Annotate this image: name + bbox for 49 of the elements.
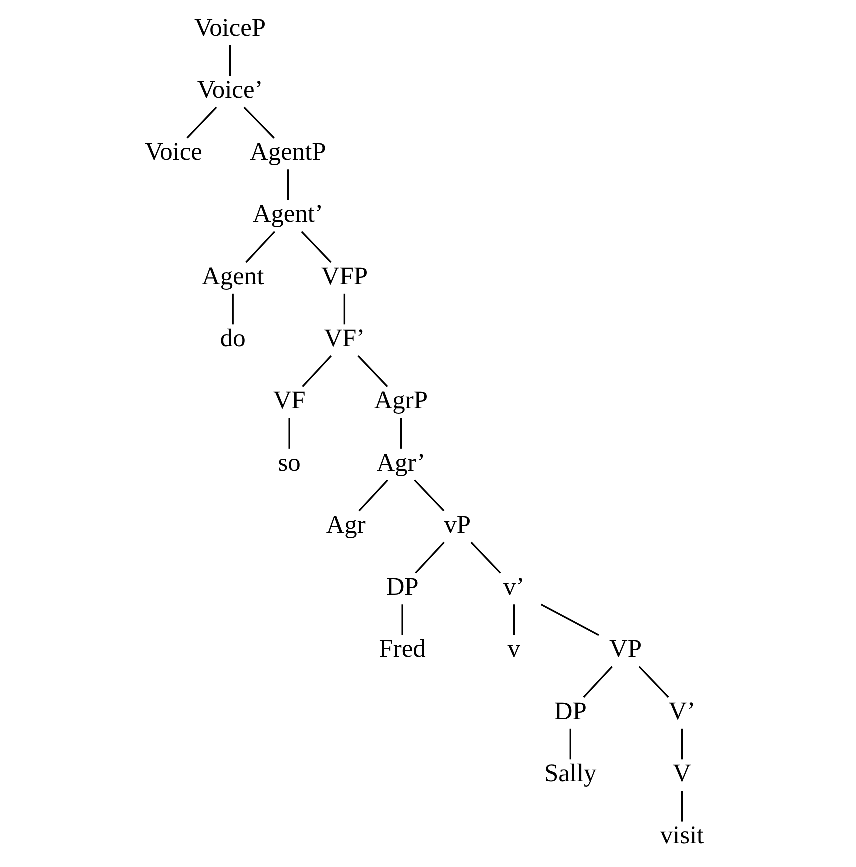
connector bbox=[288, 418, 290, 449]
node-text: AgrP bbox=[374, 386, 428, 415]
node-text: VF’ bbox=[324, 324, 366, 352]
connector bbox=[229, 45, 232, 76]
node-text: DP bbox=[386, 573, 419, 602]
node-text: DP bbox=[554, 697, 587, 726]
connector bbox=[638, 666, 670, 698]
node-text: Voice bbox=[145, 138, 202, 166]
node-text: VFP bbox=[321, 262, 368, 290]
connector bbox=[513, 604, 515, 636]
connector bbox=[681, 791, 684, 822]
connector bbox=[470, 542, 502, 574]
node-text: Agent’ bbox=[252, 200, 324, 228]
connector bbox=[400, 418, 402, 449]
node-text: Sally bbox=[544, 759, 597, 788]
connector bbox=[232, 294, 234, 325]
connector bbox=[570, 728, 572, 760]
node-text: do bbox=[220, 324, 246, 352]
node-text: vP bbox=[444, 510, 472, 539]
connector bbox=[402, 604, 404, 636]
connector bbox=[540, 604, 600, 636]
connector bbox=[246, 231, 276, 264]
connector bbox=[344, 294, 346, 325]
node-text: so bbox=[278, 448, 301, 477]
connector bbox=[301, 231, 332, 264]
node-text: Agr’ bbox=[376, 448, 426, 477]
node-text: Agr bbox=[326, 510, 366, 539]
connector bbox=[302, 355, 332, 388]
node-text: visit bbox=[660, 822, 704, 850]
node-text: VoiceP bbox=[194, 14, 266, 42]
connector bbox=[186, 106, 218, 139]
connector bbox=[583, 666, 614, 698]
node-text: Voice’ bbox=[197, 76, 264, 104]
connector bbox=[358, 480, 388, 512]
node-text: V bbox=[673, 759, 692, 788]
connector bbox=[681, 728, 684, 760]
connector bbox=[244, 106, 275, 139]
node-text: VF bbox=[273, 386, 306, 415]
node-text: AgentP bbox=[250, 138, 326, 166]
node-text: Agent bbox=[202, 262, 264, 290]
node-text: v’ bbox=[504, 573, 525, 602]
connector bbox=[358, 355, 388, 388]
connector bbox=[287, 170, 290, 200]
node-text: VP bbox=[609, 635, 642, 664]
node-text: V’ bbox=[668, 697, 696, 726]
node-text: v bbox=[508, 635, 521, 664]
connector bbox=[415, 542, 445, 574]
connector bbox=[414, 480, 445, 512]
node-text: Fred bbox=[379, 635, 426, 664]
